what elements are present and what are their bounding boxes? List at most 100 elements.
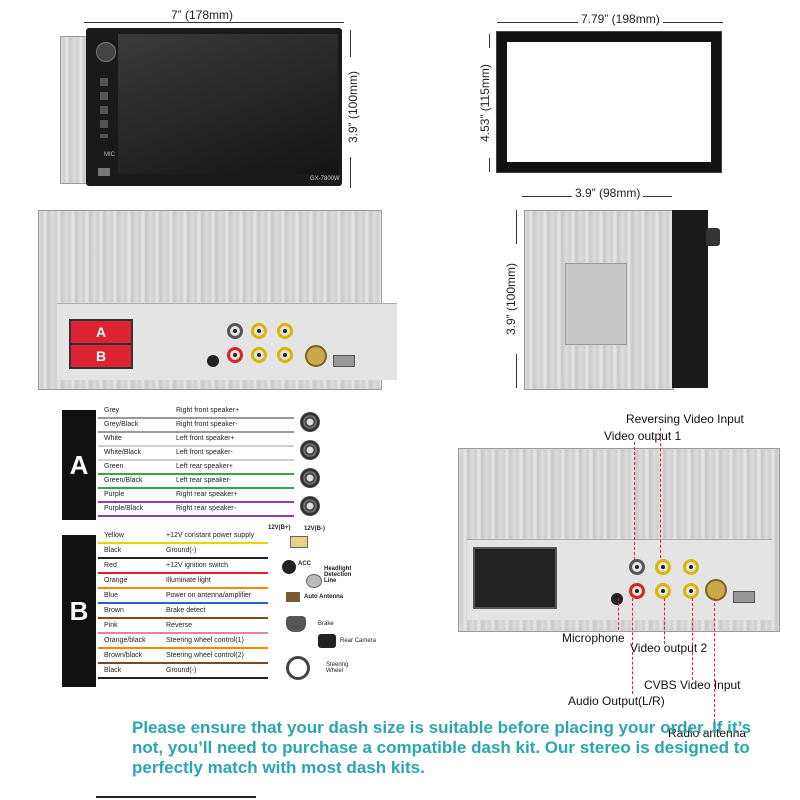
wire-line — [98, 542, 268, 544]
wire-function-label: Right front speaker- — [176, 421, 238, 428]
steering-wheel-label: Steering Wheel — [326, 662, 349, 674]
usb-port-front[interactable] — [98, 168, 110, 176]
bottom-divider — [96, 796, 256, 798]
dash-size-note: Please ensure that your dash size is sui… — [132, 718, 752, 777]
wire-row: Pink Reverse — [90, 620, 300, 634]
mounting-frame — [496, 31, 722, 173]
rca-jack[interactable] — [227, 347, 243, 363]
wire-function-label: +12V ignition switch — [166, 562, 229, 569]
wire-function-label: Right rear speaker+ — [176, 491, 238, 498]
battery-pos-label: 12V(B+) — [268, 525, 291, 531]
iso-connector[interactable] — [473, 547, 557, 609]
radio-antenna-socket[interactable] — [705, 579, 727, 601]
acc-label: ACC — [298, 561, 311, 567]
wire-line — [98, 572, 268, 574]
callout-line — [660, 428, 661, 558]
wire-function-label: Right rear speaker- — [176, 505, 236, 512]
headlight-label: Headlight Detection Line — [324, 566, 352, 584]
microphone-jack[interactable] — [611, 593, 623, 605]
wire-color-label: Purple — [104, 491, 125, 498]
mic-label: MIC — [104, 152, 115, 158]
callout-microphone: Microphone — [562, 631, 625, 645]
callout-reversing-video-input: Reversing Video Input — [626, 412, 744, 426]
wire-color-label: Green/Black — [104, 477, 143, 484]
wire-row: Brown/black Steering wheel control(2) — [90, 650, 300, 664]
rca-jack[interactable] — [251, 347, 267, 363]
wire-line — [98, 431, 294, 433]
steering-wheel-icon — [286, 656, 310, 680]
wire-function-label: +12V constant power supply — [166, 532, 255, 539]
rca-jack[interactable] — [251, 323, 267, 339]
wire-line — [98, 417, 294, 419]
side-knob[interactable] — [706, 228, 720, 246]
rca-jack[interactable] — [277, 323, 293, 339]
wire-color-label: Brown/black — [104, 652, 143, 659]
rca-video-jack[interactable] — [683, 559, 699, 575]
rca-jack[interactable] — [277, 347, 293, 363]
model-label: GX-7800W — [310, 176, 340, 182]
side-view — [524, 210, 674, 390]
rca-reversing-video-input[interactable] — [629, 559, 645, 575]
usb-port-rear[interactable] — [333, 355, 355, 367]
mic-jack[interactable] — [207, 355, 219, 367]
rca-cvbs-video-input[interactable] — [683, 583, 699, 599]
wire-row: Red +12V ignition switch — [90, 560, 300, 574]
wire-line — [98, 662, 268, 664]
harness-socket-b[interactable]: B — [69, 343, 133, 369]
screen[interactable] — [118, 34, 338, 174]
frame-width-label: 7.79” (198mm) — [578, 12, 663, 26]
wire-line — [98, 632, 268, 634]
harness-socket-a[interactable]: A — [69, 319, 133, 345]
wire-function-label: Steering wheel control(1) — [166, 637, 244, 644]
wire-color-label: Yellow — [104, 532, 124, 539]
wire-color-label: White/Black — [104, 449, 141, 456]
rca-jack[interactable] — [227, 323, 243, 339]
harness-a-letter: A — [62, 410, 96, 520]
usb-port-rear-2[interactable] — [733, 591, 755, 603]
wire-line — [98, 617, 268, 619]
wire-row: White/Black Left front speaker- — [90, 447, 300, 461]
connector-b-label: B — [95, 348, 107, 364]
callout-line — [664, 598, 665, 644]
rear-view: A B — [38, 210, 397, 390]
wire-line — [98, 587, 268, 589]
front-unit: MIC GX-7800W — [60, 28, 342, 188]
wire-color-label: Grey — [104, 407, 120, 414]
antenna-socket[interactable] — [305, 345, 327, 367]
rca-audio-output-r[interactable] — [629, 583, 645, 599]
wire-function-label: Reverse — [166, 622, 193, 629]
wire-line — [98, 473, 294, 475]
rca-video-output-1[interactable] — [655, 559, 671, 575]
volume-knob[interactable] — [96, 42, 116, 62]
side-depth-label: 3.9” (98mm) — [572, 186, 644, 200]
front-buttons[interactable] — [100, 78, 108, 138]
wire-function-label: Steering wheel control(2) — [166, 652, 244, 659]
wire-row: White Left front speaker+ — [90, 433, 300, 447]
wire-color-label: Red — [104, 562, 117, 569]
antenna-icon — [286, 592, 300, 602]
wire-color-label: Pink — [104, 622, 118, 629]
wire-function-label: Left rear speaker+ — [176, 463, 234, 470]
front-unit-chassis-side — [60, 36, 88, 184]
wire-line — [98, 557, 268, 559]
battery-neg-label: 12V(B-) — [304, 526, 326, 532]
callout-line — [634, 442, 635, 560]
wire-row: Purple Right rear speaker+ — [90, 489, 300, 503]
brake-label: Brake — [318, 621, 334, 627]
wire-function-label: Left front speaker- — [176, 449, 233, 456]
headlight-icon — [306, 574, 322, 588]
wire-line — [98, 501, 294, 503]
callout-cvbs-video-input: CVBS Video Input — [644, 678, 741, 692]
wire-function-label: Left front speaker+ — [176, 435, 235, 442]
wire-line — [98, 459, 294, 461]
wire-color-label: White — [104, 435, 122, 442]
wire-function-label: Ground(-) — [166, 667, 197, 674]
rca-video-output-2[interactable] — [655, 583, 671, 599]
wire-function-label: Power on antenna/amplifier — [166, 592, 252, 599]
